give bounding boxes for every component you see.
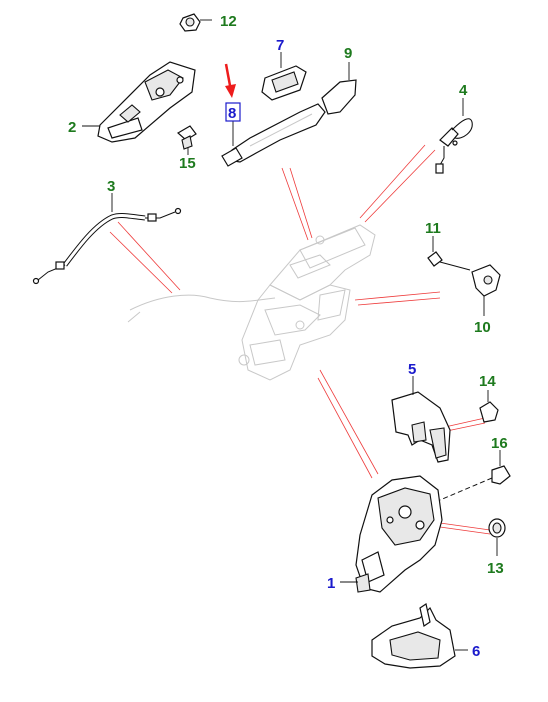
part-9-cap [321,62,357,115]
part-7-bezel [261,52,307,101]
label-8: 8 [228,105,236,122]
part-11-bolt [427,236,471,271]
guide-lines [109,144,491,535]
label-7: 7 [276,37,284,54]
part-14-cap [479,390,499,423]
label-1: 1 [327,575,335,592]
part-5-cover [391,376,451,463]
label-5: 5 [408,361,416,378]
label-9: 9 [344,45,352,62]
part-1-latch [340,475,443,593]
label-4: 4 [459,82,468,99]
label-8-highlight-box [225,102,241,122]
part-2-bracket [82,61,196,143]
red-arrow [224,63,236,98]
label-15: 15 [179,155,196,172]
part-4-sensor [435,98,473,174]
callout-labels: 12 2 15 7 8 9 4 3 11 10 5 14 16 13 1 6 [68,13,508,660]
label-14: 14 [479,373,496,390]
part-13-grommet [488,518,506,556]
door-assembly-ghost [127,224,376,381]
label-3: 3 [107,178,115,195]
label-11: 11 [425,220,441,237]
part-16-bolt [439,450,511,501]
label-12: 12 [220,13,237,30]
label-2: 2 [68,119,76,136]
label-16: 16 [491,435,508,452]
part-6-shield [371,603,468,669]
part-3-cable [32,193,182,285]
part-15-screw [176,125,197,155]
part-10-striker [471,264,501,316]
label-10: 10 [474,319,491,336]
part-12-nut [179,13,212,32]
label-13: 13 [487,560,504,577]
part-8-handle [221,103,326,167]
label-6: 6 [472,643,480,660]
